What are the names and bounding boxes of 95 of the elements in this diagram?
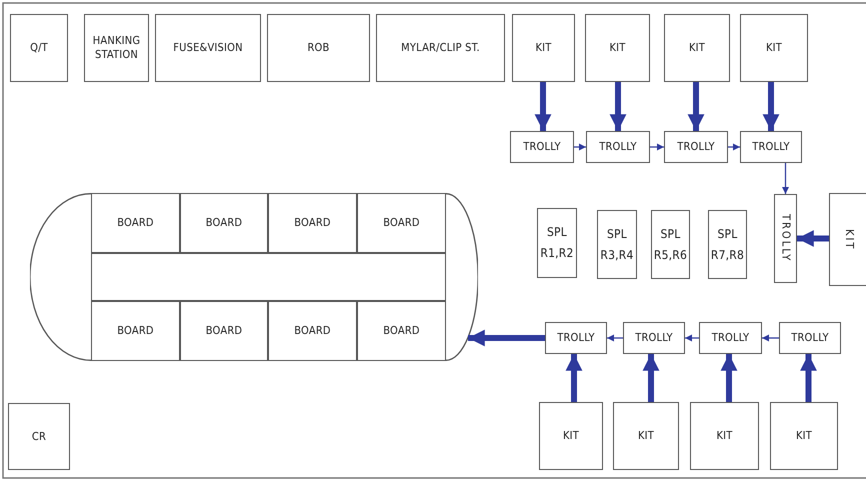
station-label: SPL	[660, 226, 680, 242]
station-label: HANKING STATION	[92, 34, 142, 62]
arrow	[720, 354, 738, 402]
kit-box	[539, 402, 603, 470]
station-label: MYLAR/CLIP ST.	[401, 41, 480, 55]
trolley-box	[779, 322, 841, 354]
station-box	[84, 14, 149, 82]
station-label: CR	[32, 430, 46, 444]
station-label: TROLLY	[635, 331, 673, 345]
kit-box	[664, 14, 730, 82]
station-label: BOARD	[117, 216, 154, 230]
arrow	[610, 82, 626, 131]
station-label: BOARD	[206, 324, 242, 338]
station-label: KIT	[688, 41, 706, 55]
station-label: KIT	[842, 228, 856, 250]
arrow	[728, 143, 740, 151]
spl-box	[597, 210, 637, 279]
station-box	[267, 14, 370, 82]
station-label: KIT	[535, 41, 552, 55]
trolley-box	[623, 322, 685, 354]
station-label: R5,R6	[654, 248, 688, 262]
arrow	[534, 82, 552, 131]
station-label: SPL	[547, 225, 567, 240]
station-label: SPL	[718, 226, 738, 242]
kit-box	[585, 14, 650, 82]
station-label: KIT	[766, 41, 782, 55]
station-label: BOARD	[383, 324, 420, 338]
station-label: TROLLY	[599, 140, 637, 154]
arrow	[762, 334, 779, 342]
kit-box	[690, 402, 759, 470]
arrow	[797, 230, 829, 247]
station-label: BOARD	[294, 324, 331, 338]
station-label: TROLLY	[677, 140, 715, 154]
trolley-box	[774, 194, 797, 283]
station-label: TROLLY	[557, 331, 595, 345]
board-station	[268, 193, 357, 253]
spl-box	[708, 210, 747, 279]
station-label: BOARD	[383, 216, 420, 230]
trolley-box	[545, 322, 607, 354]
kit-box	[770, 402, 838, 470]
station-box	[10, 14, 68, 82]
station-box	[376, 14, 505, 82]
trolley-box	[664, 131, 728, 163]
station-label: BOARD	[294, 216, 331, 230]
arrow	[685, 334, 699, 342]
station-label: KIT	[638, 429, 654, 443]
arrow	[650, 143, 664, 151]
kit-box	[613, 402, 679, 470]
station-label: TROLLY	[752, 140, 790, 154]
kit-box	[829, 193, 866, 286]
arrow	[642, 354, 660, 402]
station-label: KIT	[796, 429, 812, 443]
kit-box	[740, 14, 808, 82]
station-label: BOARD	[117, 324, 154, 338]
station-label: KIT	[609, 41, 626, 55]
station-label: TROLLY	[778, 214, 792, 263]
station-label: TROLLY	[712, 331, 750, 345]
station-label: Q/T	[30, 41, 48, 55]
board-station	[91, 301, 180, 361]
arrow	[468, 330, 545, 346]
station-label: R3,R4	[600, 248, 634, 262]
arrow	[574, 143, 586, 151]
board-station	[357, 193, 446, 253]
station-label: BOARD	[206, 216, 242, 230]
conveyor-belt	[91, 253, 446, 301]
conveyor-loop-drawing	[30, 193, 478, 361]
station-box	[155, 14, 261, 82]
station-label: TROLLY	[523, 140, 561, 154]
board-station	[91, 193, 180, 253]
board-station	[180, 301, 268, 361]
station-label: ROB	[307, 41, 330, 55]
station-label: FUSE&VISION	[173, 41, 243, 55]
trolley-box	[699, 322, 762, 354]
arrow	[566, 354, 582, 402]
arrow	[607, 334, 623, 342]
board-station	[268, 301, 357, 361]
trolley-box	[586, 131, 650, 163]
station-label: KIT	[716, 429, 733, 443]
spl-box	[651, 210, 690, 279]
trolley-box	[740, 131, 802, 163]
station-label: TROLLY	[791, 331, 829, 345]
board-station	[357, 301, 446, 361]
arrow	[782, 163, 790, 194]
station-label: R7,R8	[710, 248, 744, 262]
spl-box	[537, 208, 577, 278]
board-station	[180, 193, 268, 253]
trolley-box	[510, 131, 574, 163]
arrow	[762, 82, 780, 131]
station-label: SPL	[607, 226, 627, 242]
room-box	[8, 403, 70, 470]
station-label: KIT	[562, 429, 580, 443]
kit-box	[512, 14, 575, 82]
arrow	[800, 354, 817, 402]
arrow	[688, 82, 704, 131]
station-label: R1,R2	[540, 246, 574, 261]
